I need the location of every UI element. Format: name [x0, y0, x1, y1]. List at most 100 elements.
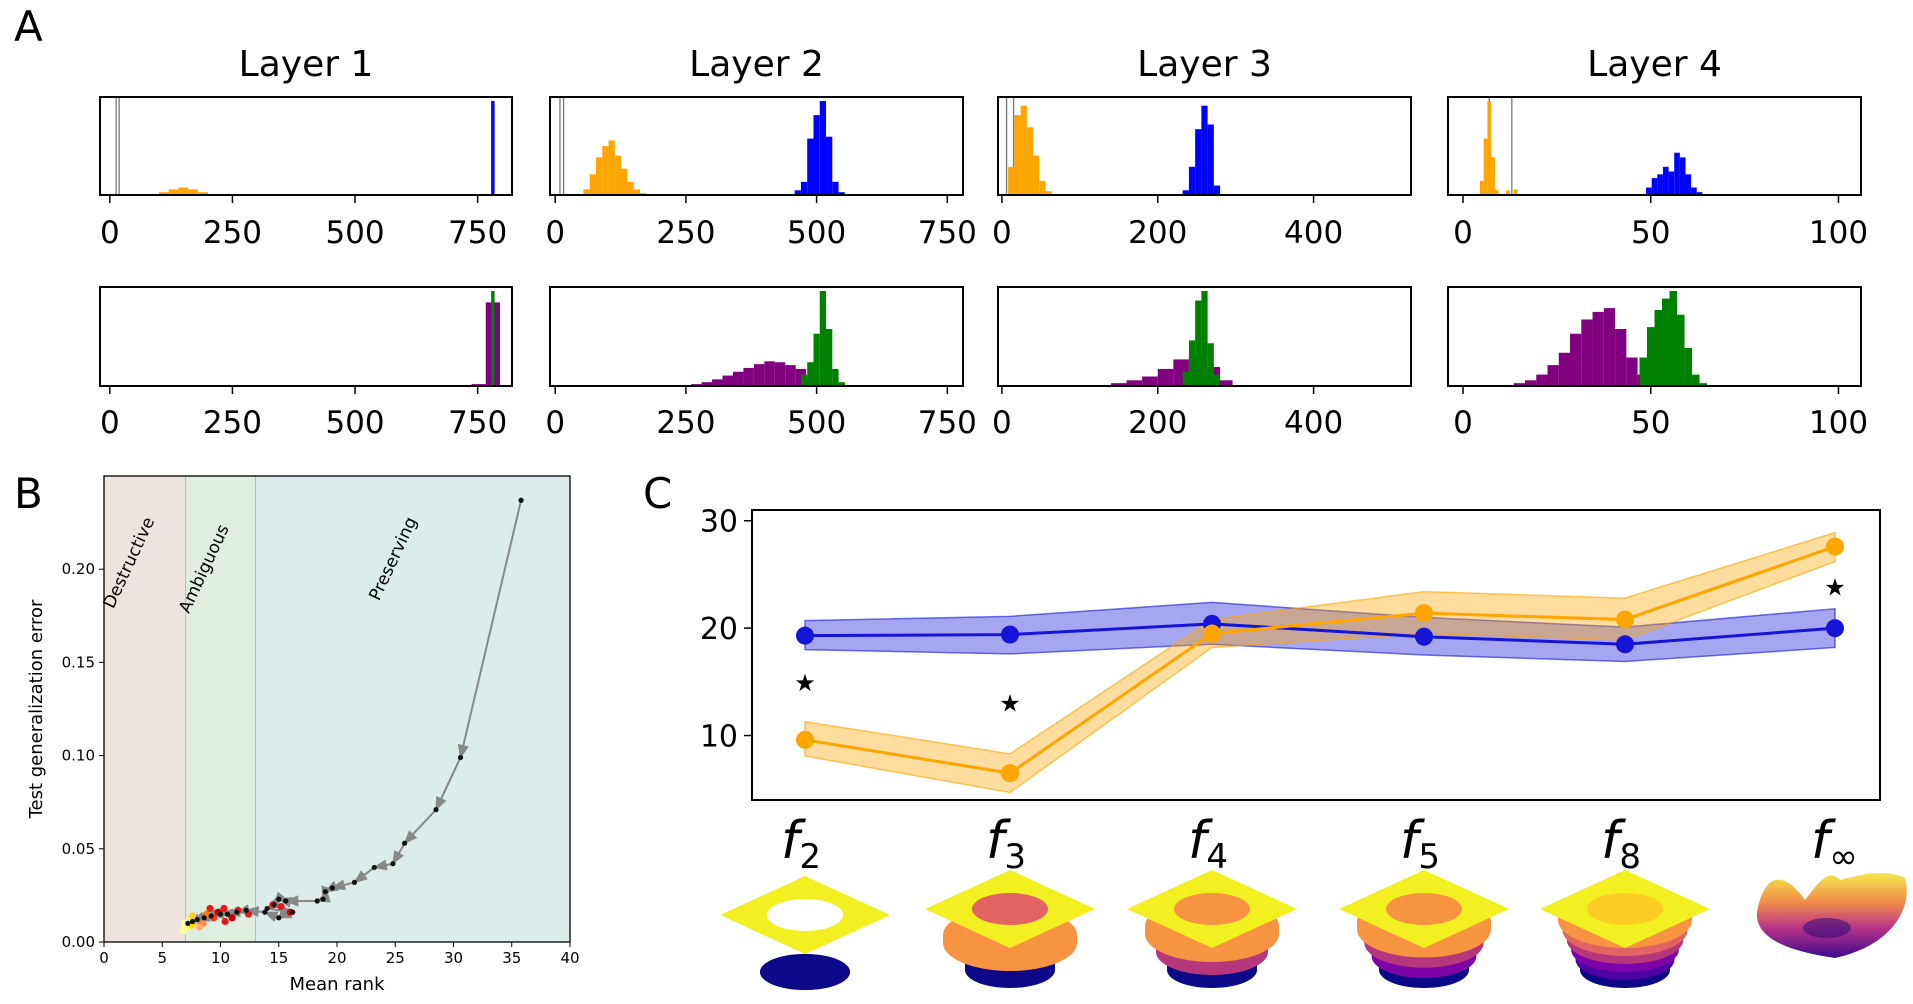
trajectory-point — [194, 917, 200, 923]
subplot-title: Layer 2 — [689, 44, 824, 85]
histogram-bar — [633, 189, 640, 195]
y-tick-label: 0.05 — [62, 840, 95, 858]
histogram-bar — [491, 101, 495, 195]
trajectory-point — [271, 902, 277, 908]
trajectory-arrow — [457, 500, 523, 759]
surface-plate-hole — [972, 893, 1048, 925]
histogram-bar — [1213, 374, 1221, 386]
subplot-title: Layer 1 — [239, 44, 374, 85]
histogram-bar — [596, 157, 603, 195]
trajectory-point — [433, 807, 439, 813]
surface-plate-hole — [767, 899, 843, 931]
histogram-bar — [1479, 180, 1484, 195]
series-marker — [1001, 764, 1019, 783]
histogram-bar — [1646, 327, 1655, 386]
x-tick-label: 5 — [157, 949, 167, 967]
histogram-bar — [1506, 190, 1510, 195]
trajectory-point — [290, 909, 296, 915]
trajectory-point — [243, 907, 249, 913]
trajectory-point — [322, 889, 328, 895]
histogram-bar — [1008, 166, 1015, 195]
x-tick-label: 0 — [1453, 405, 1473, 441]
histogram-bar — [832, 181, 839, 195]
x-tick-label: 30 — [444, 949, 463, 967]
histogram-bar — [838, 382, 845, 386]
histogram-bar — [794, 190, 801, 195]
histogram-bar — [1691, 187, 1697, 195]
histogram-bar — [1570, 333, 1582, 386]
axes-frame — [1447, 286, 1862, 387]
trajectory-arrow — [403, 808, 437, 845]
histogram-bar — [819, 101, 827, 195]
x-tick-label: 50 — [1631, 215, 1670, 251]
histogram-bar — [1026, 127, 1034, 195]
histogram-bar — [826, 329, 833, 386]
series-marker — [796, 730, 814, 749]
histogram-bar — [1494, 190, 1499, 195]
histogram-bar — [832, 368, 839, 386]
trajectory-point — [276, 896, 282, 902]
category-label-subscript: 2 — [799, 837, 821, 877]
axes-frame — [997, 286, 1412, 387]
histogram-bar — [1603, 308, 1616, 386]
axes-frame — [1447, 96, 1862, 196]
category-label-subscript: 5 — [1418, 837, 1440, 877]
x-tick-label: 750 — [918, 215, 977, 251]
y-axis-label: Test generalization error — [26, 599, 47, 819]
trajectory-arrow — [392, 842, 406, 865]
x-tick-label: 250 — [203, 405, 262, 441]
histogram-bar — [1581, 319, 1593, 386]
histogram-bar — [819, 291, 827, 386]
surface-plate-hole — [1174, 893, 1250, 925]
histogram-bar — [1182, 190, 1189, 195]
histogram-bar — [1651, 178, 1658, 195]
histogram-bar — [1662, 166, 1669, 195]
histogram-bar — [807, 362, 814, 386]
series-marker — [1415, 604, 1433, 623]
significance-star: ★ — [999, 689, 1021, 717]
histogram-bar — [1207, 124, 1214, 195]
histogram-bar — [1033, 155, 1040, 195]
histogram-bar — [602, 146, 609, 195]
category-label: f8 — [1601, 811, 1641, 877]
histogram-bar — [1558, 352, 1571, 386]
category-label: f5 — [1400, 811, 1440, 877]
x-tick-label: 400 — [1284, 405, 1343, 441]
trajectory-point — [189, 918, 196, 925]
category-label-subscript: 4 — [1206, 837, 1228, 877]
histogram-bar — [198, 192, 208, 195]
histogram-bar — [838, 192, 845, 195]
series-marker — [1203, 624, 1221, 643]
x-tick-label: 250 — [656, 215, 715, 251]
histogram-bar — [800, 374, 808, 386]
confidence-band — [804, 531, 1836, 794]
x-tick-label: 0 — [545, 405, 565, 441]
series-marker — [796, 626, 814, 645]
data-point — [277, 902, 285, 911]
histogram-bar — [1207, 343, 1214, 386]
x-tick-label: 50 — [1631, 405, 1670, 441]
x-tick-label: 200 — [1128, 215, 1187, 251]
histogram-bar — [1213, 185, 1221, 195]
x-tick-label: 10 — [211, 949, 230, 967]
trajectory-point — [224, 911, 231, 917]
histogram-bar — [813, 115, 820, 195]
histogram-bar — [1201, 105, 1208, 195]
x-tick-label: 200 — [1128, 405, 1187, 441]
series-marker — [1616, 635, 1634, 654]
histogram-bar — [583, 189, 590, 195]
trajectory-point — [320, 896, 326, 902]
series-marker — [1616, 610, 1634, 629]
x-tick-label: 250 — [656, 405, 715, 441]
trajectory-point — [518, 497, 524, 503]
histogram-bar — [1045, 191, 1052, 195]
x-tick-label: 750 — [448, 405, 507, 441]
axes-frame — [997, 96, 1412, 196]
trajectory-point — [401, 840, 408, 846]
axes-frame — [549, 96, 964, 196]
histogram-bar — [1110, 383, 1127, 386]
histogram-bar — [1669, 291, 1678, 386]
series-marker — [1826, 619, 1844, 638]
